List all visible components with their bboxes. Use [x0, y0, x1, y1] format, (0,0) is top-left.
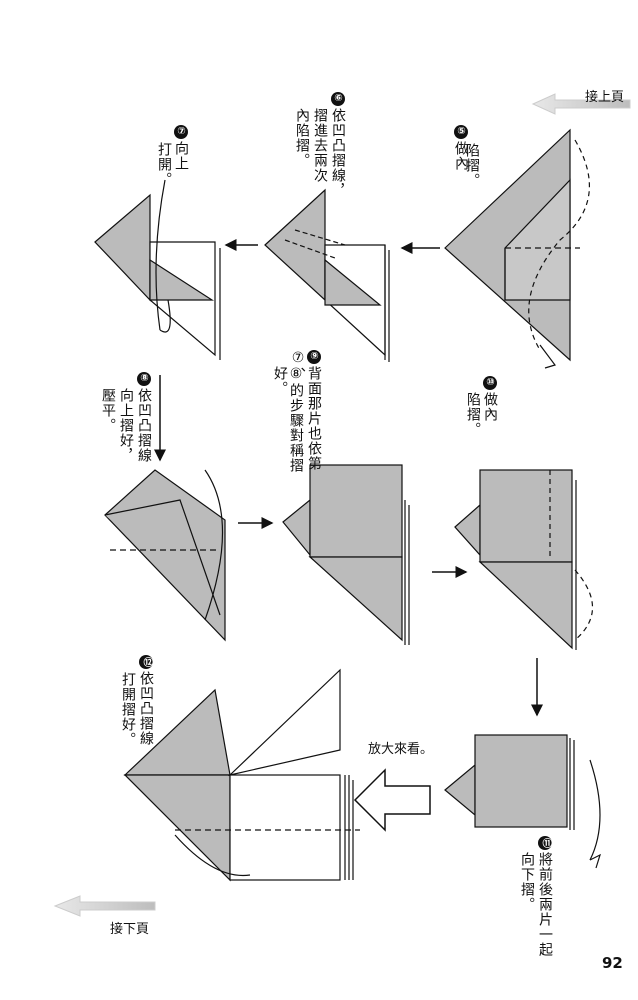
step6-line1: 依凹凸摺線， — [330, 108, 346, 198]
step6-figure — [264, 188, 390, 362]
step12-line2: 打開摺好。 — [120, 672, 136, 747]
step10-text-2: 陷摺。 — [465, 392, 481, 462]
step12-line1: 依凹凸摺線 — [138, 671, 154, 746]
step8-line2: 向上摺好， — [118, 388, 134, 463]
step8-text: ⑧ 依凹凸摺線 — [136, 372, 152, 472]
step10-line1: 做內 — [482, 392, 498, 422]
step7-text: ⑦ 向上 — [173, 125, 189, 205]
step8-text-2: 向上摺好， — [118, 388, 134, 488]
step5-number: ⑤ — [454, 125, 468, 139]
step10-line2: 陷摺。 — [465, 392, 481, 437]
prev-page-label[interactable]: 接上頁 — [585, 90, 625, 105]
enlarge-label: 放大來看。 — [368, 742, 434, 757]
step6-text-2: 摺進去兩次 — [312, 108, 328, 228]
step11-line2: 向下摺。 — [519, 852, 535, 912]
next-page-label[interactable]: 接下頁 — [110, 922, 150, 937]
step6-line2: 摺進去兩次 — [312, 108, 328, 183]
step5-line1: 做內 — [453, 141, 469, 171]
step9-line1: 背面那片也依第⑦、 — [290, 350, 322, 471]
step7-text-2: 打開。 — [156, 142, 172, 222]
next-page-arrow-icon[interactable] — [53, 895, 156, 917]
step5-text-2: 陷摺。 — [464, 143, 480, 233]
step11-figure — [444, 734, 601, 869]
step10-figure — [454, 469, 594, 650]
step8-line3: 壓平。 — [100, 388, 116, 433]
step7-number: ⑦ — [174, 125, 188, 139]
step11-number: ⑪ — [538, 836, 552, 850]
step5-figure — [444, 128, 591, 369]
step5-line2: 陷摺。 — [464, 143, 480, 188]
step5-text: ⑤ 做內 — [453, 125, 469, 235]
step9-figure — [282, 464, 410, 645]
step11-text: ⑪ 將前後兩片一起 — [537, 836, 553, 966]
step12-text-2: 打開摺好。 — [120, 672, 136, 762]
step10-text: ⑩ 做內 — [482, 376, 498, 466]
step7-figure — [94, 179, 221, 360]
step9-number: ⑨ — [307, 350, 321, 364]
step6-line3: 內陷摺。 — [294, 108, 310, 168]
step6-number: ⑥ — [331, 92, 345, 106]
step9-text: ⑨背面那片也依第⑦、 — [290, 350, 322, 500]
step11-line1: 將前後兩片一起 — [537, 852, 553, 957]
step8-figure — [104, 469, 226, 642]
step7-line1: 向上 — [173, 141, 189, 171]
step9-text-2: ⑧的步驟對稱摺好。 — [272, 366, 304, 496]
step8-number: ⑧ — [137, 372, 151, 386]
step8-line1: 依凹凸摺線 — [136, 388, 152, 463]
step7-line2: 打開。 — [156, 142, 172, 187]
page-number: 92 — [602, 954, 623, 972]
step12-figure — [123, 668, 360, 882]
step12-text: ⑫ 依凹凸摺線 — [138, 655, 154, 765]
step6-text-3: 內陷摺。 — [294, 108, 310, 208]
step11-text-2: 向下摺。 — [519, 852, 535, 922]
step6-text: ⑥ 依凹凸摺線， — [330, 92, 346, 222]
step8-text-3: 壓平。 — [100, 388, 116, 448]
step10-number: ⑩ — [483, 376, 497, 390]
step9-line2: ⑧的步驟對稱摺好。 — [272, 366, 304, 473]
step12-number: ⑫ — [139, 655, 153, 669]
prev-page-arrow-icon[interactable] — [531, 93, 631, 115]
enlarge-arrow-icon — [353, 768, 431, 832]
